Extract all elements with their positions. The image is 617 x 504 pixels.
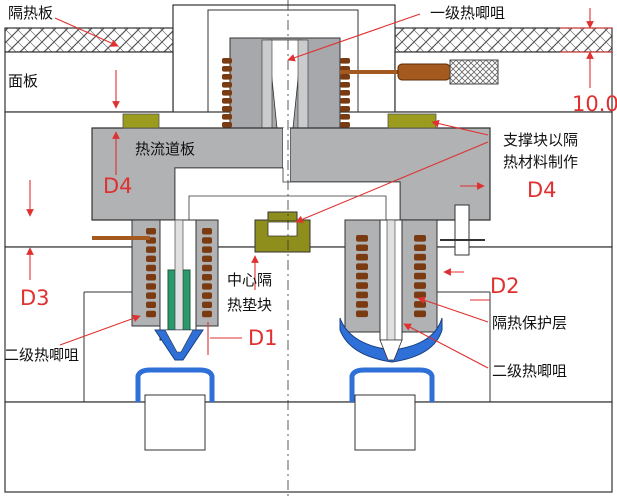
leader-lines: [54, 13, 489, 369]
coil-segment: [356, 253, 368, 261]
coil-segment: [356, 272, 368, 280]
coil-segment: [356, 282, 368, 289]
thermocouple-cable: [340, 59, 499, 85]
dim-d4-left: D4: [103, 174, 133, 198]
label-insulation-plate: 隔热板: [8, 4, 54, 22]
center-insulation-pad: [254, 211, 311, 253]
coil-segment: [146, 301, 156, 309]
dim-gap-top: 10.0: [572, 92, 617, 116]
coil-segment: [202, 255, 212, 263]
primary-nozzle-coil-right: [340, 58, 350, 128]
coil-segment: [356, 235, 368, 242]
coil-segment: [356, 301, 368, 308]
coil-segment: [202, 274, 212, 281]
dim-d2: D2: [490, 274, 520, 298]
coil-segment: [146, 255, 156, 263]
dim-d3: D3: [20, 286, 50, 310]
coil-segment: [202, 228, 212, 235]
coil-segment: [340, 106, 350, 112]
coil-segment: [222, 66, 232, 72]
label-insulation-layer: 隔热保护层: [492, 314, 568, 332]
insulation-plate: [4, 27, 613, 53]
coil-segment: [202, 292, 212, 299]
dimension-markers: [26, 8, 612, 355]
label-primary-nozzle: 一级热唧咀: [430, 4, 506, 22]
coil-segment: [414, 272, 426, 280]
face-plate: [4, 51, 613, 113]
coil-segment: [340, 82, 350, 88]
coil-segment: [340, 114, 350, 120]
coil-segment: [222, 90, 232, 96]
coil-segment: [202, 246, 212, 253]
coil-segment: [340, 98, 350, 104]
right-secondary-nozzle: [339, 219, 443, 363]
coil-segment: [356, 310, 368, 318]
coil-segment: [146, 283, 156, 290]
coil-segment: [414, 235, 426, 242]
coil-segment: [340, 74, 350, 80]
coil-segment: [340, 90, 350, 96]
support-blocks: [122, 113, 437, 129]
coil-segment: [202, 264, 212, 272]
label-support-block-line2: 热材料制作: [503, 153, 579, 171]
coil-segment: [146, 310, 156, 318]
coil-segment: [146, 264, 156, 272]
label-secondary-nozzle-left: 二级热唧咀: [4, 346, 80, 364]
coil-segment: [146, 228, 156, 235]
coil-segment: [222, 82, 232, 88]
primary-nozzle: [229, 37, 341, 139]
label-center-pad-line1: 中心隔: [227, 271, 273, 289]
coil-segment: [414, 310, 426, 318]
coil-segment: [222, 114, 232, 120]
coil-segment: [222, 74, 232, 80]
coil-segment: [222, 106, 232, 112]
dim-d1: D1: [248, 326, 278, 350]
left-nozzle-coil: [146, 228, 212, 318]
coil-segment: [202, 301, 212, 309]
coil-segment: [414, 282, 426, 289]
dim-d4-right: D4: [527, 178, 557, 202]
coil-segment: [414, 291, 426, 299]
right-nozzle-coil: [356, 235, 426, 318]
coil-segment: [202, 237, 212, 244]
coil-segment: [340, 58, 350, 64]
coil-segment: [202, 283, 212, 290]
coil-segment: [222, 98, 232, 104]
coil-segment: [340, 122, 350, 128]
coil-segment: [414, 244, 426, 252]
coil-segment: [414, 253, 426, 261]
primary-nozzle-coil-left: [222, 58, 232, 128]
coil-segment: [356, 263, 368, 270]
label-face-plate: 面板: [8, 72, 39, 90]
molded-part-right: [349, 367, 435, 402]
coil-segment: [414, 263, 426, 270]
label-secondary-nozzle-right: 二级热唧咀: [492, 362, 568, 380]
coil-segment: [202, 310, 212, 318]
coil-segment: [356, 291, 368, 299]
label-hot-runner-plate: 热流道板: [135, 140, 196, 158]
coil-segment: [146, 292, 156, 299]
molded-part-left: [135, 367, 215, 402]
coil-segment: [146, 274, 156, 281]
coil-segment: [222, 122, 232, 128]
coil-segment: [146, 246, 156, 253]
coil-segment: [414, 301, 426, 308]
label-support-block-line1: 支撑块以隔: [503, 131, 579, 149]
coil-segment: [222, 58, 232, 64]
label-center-pad-line2: 热垫块: [227, 296, 273, 314]
coil-segment: [356, 244, 368, 252]
right-heater-plug: [440, 204, 485, 256]
